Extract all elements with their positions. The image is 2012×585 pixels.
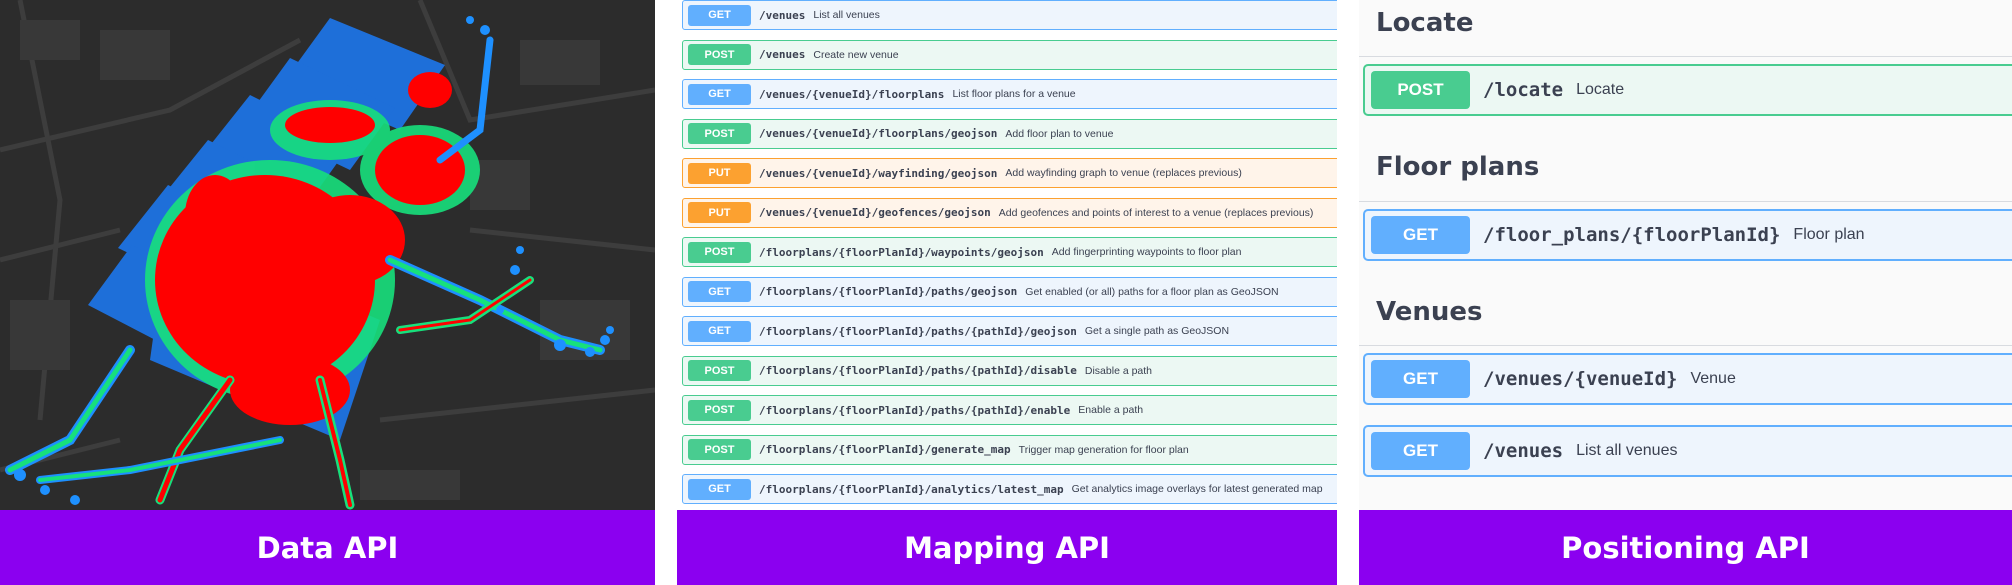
operation-path: /floor_plans/{floorPlanId} [1483, 224, 1781, 246]
operation-get-venue[interactable]: GET /venues/{venueId} Venue [1363, 353, 2012, 405]
operation-row[interactable]: POST/venues Create new venue [682, 39, 1337, 70]
operation-get-floor-plan[interactable]: GET /floor_plans/{floorPlanId} Floor pla… [1363, 209, 2012, 261]
operation-path: /venues [759, 48, 806, 61]
heatmap-svg [0, 0, 655, 510]
method-badge: PUT [688, 202, 751, 223]
operation-summary: Add wayfinding graph to venue (replaces … [1005, 167, 1242, 179]
operation-summary: Enable a path [1078, 404, 1144, 416]
operation-path: /locate [1483, 79, 1564, 101]
method-badge: POST [688, 44, 751, 65]
operation-summary: List all venues [1576, 442, 1678, 459]
method-badge: POST [688, 439, 751, 460]
data-api-panel: Data API [0, 0, 655, 585]
operation-path: /venues/{venueId}/floorplans [759, 87, 945, 101]
operation-path: /floorplans/{floorPlanId}/paths/{pathId}… [759, 364, 1077, 377]
method-badge: GET [1371, 216, 1470, 254]
data-api-caption: Data API [0, 510, 655, 585]
method-badge: GET [688, 478, 751, 500]
operation-row[interactable]: POST/floorplans/{floorPlanId}/paths/{pat… [682, 355, 1337, 386]
operation-row[interactable]: GET/floorplans/{floorPlanId}/analytics/l… [682, 474, 1337, 504]
positioning-api-panel: Locate POST /locate Locate Floor plans G… [1359, 0, 2012, 585]
operation-summary: Get enabled (or all) paths for a floor p… [1025, 285, 1279, 298]
operation-post-locate[interactable]: POST /locate Locate [1363, 64, 2012, 116]
operation-row[interactable]: GET/floorplans/{floorPlanId}/paths/geojs… [682, 276, 1337, 307]
operation-get-venues[interactable]: GET /venues List all venues [1363, 425, 2012, 477]
operation-path: /venues/{venueId}/floorplans/geojson [759, 127, 998, 140]
method-badge: POST [688, 241, 751, 263]
method-badge: GET [688, 4, 751, 26]
section-title-locate: Locate [1376, 8, 1474, 38]
operation-path: /venues/{venueId}/wayfinding/geojson [759, 166, 998, 180]
method-badge: PUT [688, 162, 751, 184]
operation-row[interactable]: GET/floorplans/{floorPlanId}/paths/{path… [682, 316, 1337, 346]
operation-summary: Floor plan [1793, 226, 1865, 243]
operation-path: /venues [1483, 440, 1564, 462]
method-badge: POST [1371, 71, 1470, 109]
section-divider [1359, 56, 2012, 57]
operation-path: /venues/{venueId}/geofences/geojson [759, 206, 991, 219]
method-badge: POST [688, 399, 751, 421]
operation-summary: List all venues [813, 9, 880, 21]
operation-path: /floorplans/{floorPlanId}/analytics/late… [759, 482, 1064, 496]
mapping-api-caption: Mapping API [677, 510, 1337, 585]
method-badge: GET [1371, 360, 1470, 398]
operation-row[interactable]: PUT/venues/{venueId}/geofences/geojson Ad… [682, 197, 1337, 228]
method-badge: GET [688, 320, 751, 342]
operation-row[interactable]: PUT/venues/{venueId}/wayfinding/geojson A… [682, 158, 1337, 188]
operation-path: /venues [759, 8, 806, 22]
operation-summary: Get a single path as GeoJSON [1084, 325, 1230, 337]
operation-row[interactable]: POST/floorplans/{floorPlanId}/paths/{pat… [682, 395, 1337, 425]
operation-summary: Venue [1690, 370, 1736, 387]
method-badge: POST [688, 123, 751, 144]
operation-summary: Trigger map generation for floor plan [1018, 443, 1189, 456]
operation-summary: Disable a path [1084, 364, 1153, 377]
operation-row[interactable]: POST/floorplans/{floorPlanId}/waypoints/… [682, 237, 1337, 267]
operation-summary: Locate [1576, 81, 1625, 98]
operation-path: /floorplans/{floorPlanId}/generate_map [759, 443, 1011, 456]
section-title-venues: Venues [1376, 297, 1483, 327]
operation-summary: Get analytics image overlays for latest … [1071, 483, 1323, 495]
operation-row[interactable]: POST/venues/{venueId}/floorplans/geojson… [682, 118, 1337, 149]
section-title-floor-plans: Floor plans [1376, 152, 1540, 182]
section-divider [1359, 345, 2012, 346]
operation-summary: Add geofences and points of interest to … [998, 206, 1314, 219]
operation-row[interactable]: GET/venues List all venues [682, 0, 1337, 30]
operation-row[interactable]: GET/venues/{venueId}/floorplans List floo… [682, 79, 1337, 109]
section-divider [1359, 201, 2012, 202]
operation-summary: Create new venue [813, 48, 899, 61]
operation-path: /venues/{venueId} [1483, 368, 1678, 390]
operation-summary: Add fingerprinting waypoints to floor pl… [1051, 246, 1242, 258]
operation-row[interactable]: POST/floorplans/{floorPlanId}/generate_m… [682, 434, 1337, 465]
method-badge: POST [688, 360, 751, 381]
method-badge: GET [1371, 432, 1470, 470]
heatmap-image [0, 0, 655, 510]
operation-path: /floorplans/{floorPlanId}/waypoints/geoj… [759, 245, 1044, 259]
operation-path: /floorplans/{floorPlanId}/paths/{pathId}… [759, 324, 1077, 338]
method-badge: GET [688, 281, 751, 302]
operation-path: /floorplans/{floorPlanId}/paths/{pathId}… [759, 403, 1071, 417]
operation-path: /floorplans/{floorPlanId}/paths/geojson [759, 285, 1018, 298]
operation-summary: Add floor plan to venue [1005, 127, 1114, 140]
method-badge: GET [688, 83, 751, 105]
operation-summary: List floor plans for a venue [952, 88, 1076, 100]
positioning-api-caption: Positioning API [1359, 510, 2012, 585]
